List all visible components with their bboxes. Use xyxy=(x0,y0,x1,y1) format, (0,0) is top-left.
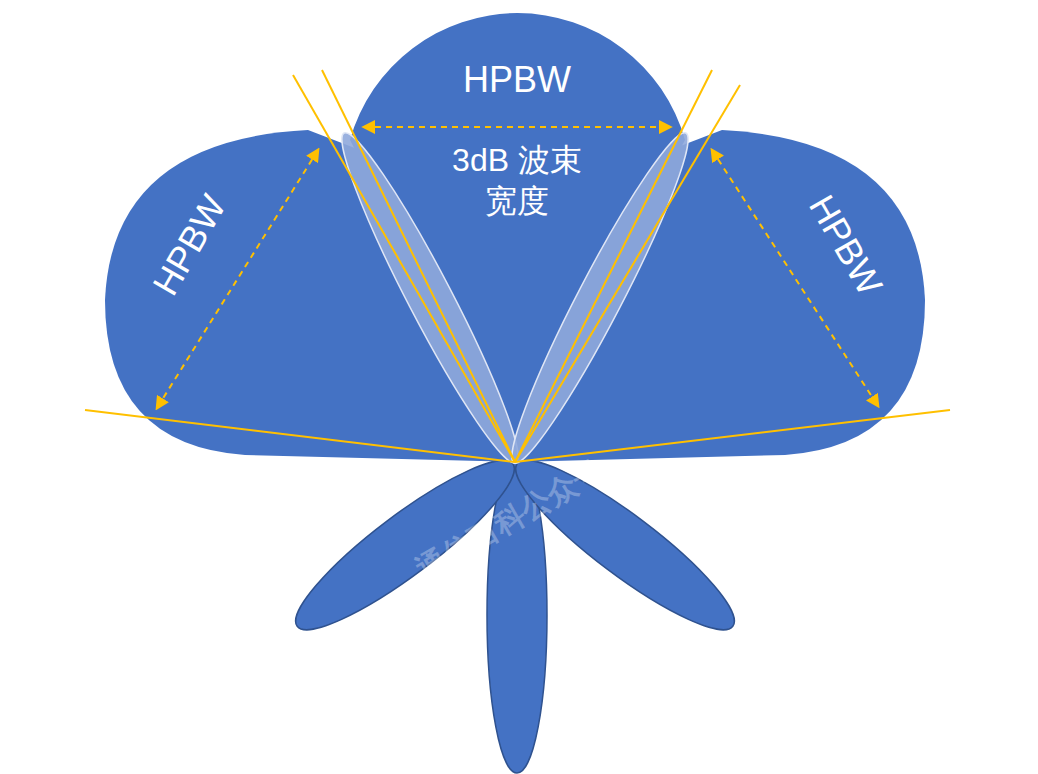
lobe-label-group: HPBW xyxy=(130,164,251,326)
width-arrows xyxy=(157,127,878,408)
hpbw-label: HPBW xyxy=(798,187,893,304)
side-lobe xyxy=(499,440,751,650)
lobe-label-group: HPBW xyxy=(785,164,906,326)
beamwidth-label: 3dB 波束宽度 xyxy=(447,140,587,223)
lobe-label-group: HPBW 3dB 波束宽度 xyxy=(417,57,617,223)
hpbw-label: HPBW xyxy=(463,57,571,104)
beam-edge-lines xyxy=(85,70,950,462)
hpbw-label: HPBW xyxy=(143,187,238,304)
watermark: 通信百科公众号 xyxy=(409,450,611,591)
